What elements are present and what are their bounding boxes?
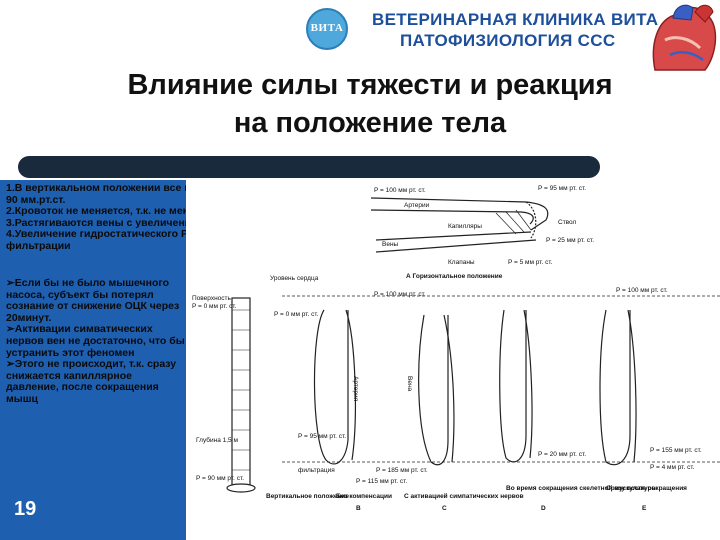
point-item: 4.Увеличение гидростатического Р в капил…: [6, 228, 343, 252]
caption-a: А Горизонтальное положение: [406, 273, 503, 280]
label-b-p90: P = 90 мм рт. ст.: [196, 475, 244, 482]
caption-d: Во время сокращения скелетной мускулатур…: [506, 484, 658, 492]
letter-c: C: [442, 505, 447, 512]
logo-text: ВИТА: [310, 22, 344, 34]
note-item: ➢Если бы не было мышечного насоса, субъе…: [6, 277, 180, 324]
label-a-p95: P = 95 мм рт. ст.: [538, 185, 586, 192]
label-b-p100: P = 100 мм рт. ст.: [374, 291, 426, 298]
letter-d: D: [541, 505, 546, 512]
label-a-veins: Вены: [382, 241, 399, 248]
label-a-p25: P = 25 мм рт. ст.: [546, 237, 594, 244]
letter-e: E: [642, 505, 647, 512]
clinic-logo: ВИТА: [306, 8, 348, 50]
label-b-artery: Артерия: [352, 376, 359, 402]
label-a-valves: Клапаны: [448, 259, 475, 266]
label-a-p5: P = 5 мм рт. ст.: [508, 259, 553, 266]
point-item: 1.В вертикальном положении все величины …: [6, 182, 347, 206]
org-name: ВЕТЕРИНАРНАЯ КЛИНИКА ВИТА: [372, 10, 659, 29]
label-b-heart-level: Уровень сердца: [270, 275, 319, 282]
notes-list: ➢Если бы не было мышечного насоса, субъе…: [6, 277, 186, 406]
heart-illustration-icon: [645, 0, 720, 72]
label-b-p95: P = 95 мм рт. ст.: [298, 433, 346, 440]
label-b-surface: Поверхность: [192, 295, 232, 302]
label-b-p100-right: P = 100 мм рт. ст.: [616, 287, 668, 294]
label-b-vein: Вена: [406, 376, 413, 392]
label-b-depth: Глубина 1,5 м: [196, 436, 238, 444]
title-line-2: на положение тела: [233, 107, 507, 139]
note-item: ➢Активации симватических нервов вен не д…: [6, 323, 185, 359]
physiology-figure: P = 100 мм рт. ст. P = 95 мм рт. ст. Арт…: [186, 180, 720, 540]
label-b-p0: P = 0 мм рт. ст.: [192, 303, 237, 310]
label-b-p0b: P = 0 мм рт. ст.: [274, 311, 319, 318]
points-list: 1.В вертикальном положении все величины …: [6, 182, 351, 253]
vertical-vessel-diagrams: [226, 295, 720, 493]
caption-c: С активацией симпатических нервов: [404, 492, 524, 500]
caption-b: Без компенсации: [336, 493, 392, 500]
label-b-p115: P = 115 мм рт. ст.: [356, 478, 407, 485]
slide-number: 19: [14, 498, 37, 520]
slide-title: Влияние силы тяжести и реакция на положе…: [40, 66, 700, 142]
horizontal-vessel-diagram: [370, 197, 549, 253]
caption-e: Сразу после сокращения: [606, 485, 687, 492]
caption-vertical: Вертикальное положение: [266, 493, 349, 500]
label-a-p100: P = 100 мм рт. ст.: [374, 187, 426, 194]
label-a-capillaries: Капилляры: [448, 223, 482, 230]
label-a-arteries: Артерии: [404, 202, 430, 209]
label-b-p4: P = 4 мм рт. ст.: [650, 464, 695, 471]
title-divider-bar: [18, 156, 600, 178]
point-item: 3.Растягиваются вены с увеличение V: [6, 216, 207, 229]
label-b-p185: P = 185 мм рт. ст.: [376, 467, 428, 474]
org-subtitle: ПАТОФИЗИОЛОГИЯ ССС: [400, 31, 616, 50]
notes-panel-background: [0, 180, 186, 540]
label-b-filtration: фильтрация: [298, 467, 335, 474]
title-line-1: Влияние силы тяжести и реакция: [127, 69, 613, 101]
label-b-p20: P = 20 мм рт. ст.: [538, 451, 586, 458]
letter-b: B: [356, 505, 361, 512]
point-item: 2.Кровоток не меняется, т.к. не меняется…: [6, 205, 235, 218]
note-item: ➢Этого не происходит, т.к. сразу снижает…: [6, 358, 177, 405]
label-a-stem: Ствол: [558, 219, 577, 226]
label-b-p155: P = 155 мм рт. ст.: [650, 447, 702, 454]
